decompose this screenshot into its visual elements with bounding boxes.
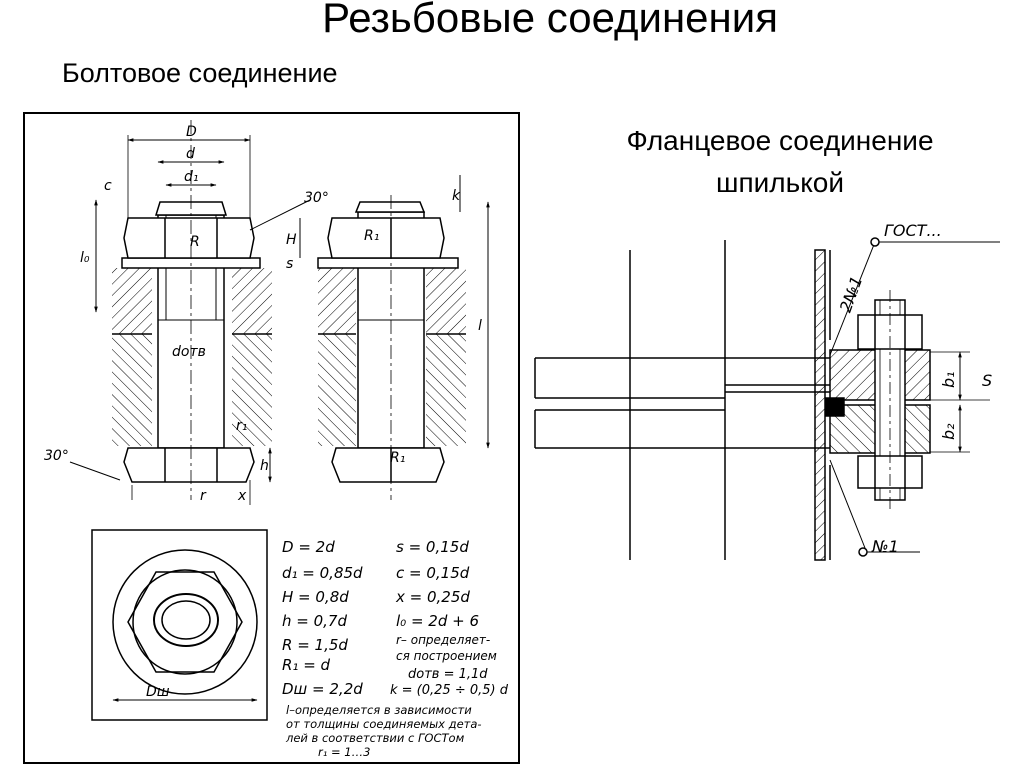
formula-7: Dш = 2,2d [282,680,363,698]
dim-R: R [190,234,200,250]
dim-s: s [286,256,293,272]
formula-13: ся построением [396,649,497,663]
flange-heading-line2: шпилькой [716,167,844,198]
note-2: от толщины соединяемых дета- [286,717,482,731]
formula-2: d₁ = 0,85d [282,564,363,582]
note-4: r₁ = 1…3 [318,745,370,759]
dim-R1: R₁ [364,228,379,244]
label-weld-top: 2№1 [836,274,867,315]
formulas: D = 2d d₁ = 0,85d H = 0,8d h = 0,7d R = … [282,538,509,759]
bolt-head-left [123,447,255,483]
gasket [825,397,845,417]
nut-top-view [112,549,258,702]
flange-section-heading: Фланцевое соединение шпилькой [560,120,1000,204]
formula-8: s = 0,15d [396,538,469,556]
flange-labels: ГОСТ... 2№1 №1 b₁ b₂ S [836,221,992,556]
formula-11: l₀ = 2d + 6 [396,612,479,630]
bolt-sheet-frame [23,112,520,764]
dim-d-otv: dотв [172,344,206,360]
label-s: S [982,371,992,390]
dim-D: D [186,124,197,140]
label-gost: ГОСТ... [884,221,942,240]
bolt-section-heading: Болтовое соединение [62,58,338,88]
formula-3: H = 0,8d [282,588,349,606]
dim-r1: r₁ [236,418,247,434]
dim-r: r [200,488,207,504]
dim-k: k [452,188,461,204]
top-view-frame [91,529,268,721]
formula-15: k = (0,25 ÷ 0,5) d [390,683,509,698]
dim-x: x [237,488,247,504]
dim-d: d [186,146,195,162]
note-1: l–определяется в зависимости [286,703,472,717]
nut-right [327,217,445,259]
dim-l0: l₀ [80,250,90,266]
formula-1: D = 2d [282,538,335,556]
formula-14: dотв = 1,1d [408,667,488,682]
label-b2: b₂ [939,423,958,440]
formula-4: h = 0,7d [282,612,347,630]
label-b1: b₁ [939,371,958,388]
vessel-wall [814,249,826,561]
dim-l: l [478,318,482,334]
bolt-dimension-labels: D d d₁ c 30° H s R R₁ l₀ l k dотв 30° h … [44,124,482,700]
nut-left [123,217,255,259]
formula-6: R₁ = d [282,656,331,674]
formula-12: r– определяет- [396,633,490,647]
dim-h: h [260,458,269,474]
bolt-drawing [23,112,520,764]
label-weld-bottom: №1 [871,537,899,556]
page-title: Резьбовые соединения [322,0,778,41]
dim-H: H [286,232,297,248]
note-3: лей в соответствии с ГОСТом [285,731,465,745]
formula-9: c = 0,15d [396,564,470,582]
formula-10: x = 0,25d [395,588,470,606]
dim-angle-bottom: 30° [44,448,69,464]
dim-angle-top: 30° [304,190,329,206]
dim-d1: d₁ [184,169,199,185]
bolt-head-right [331,447,445,483]
flange-drawing [534,237,1000,561]
dim-R1-head: R₁ [390,450,405,466]
dim-c: c [104,178,112,194]
flange-heading-line1: Фланцевое соединение [626,125,934,156]
formula-5: R = 1,5d [282,636,348,654]
dim-Dw: Dш [146,684,170,700]
